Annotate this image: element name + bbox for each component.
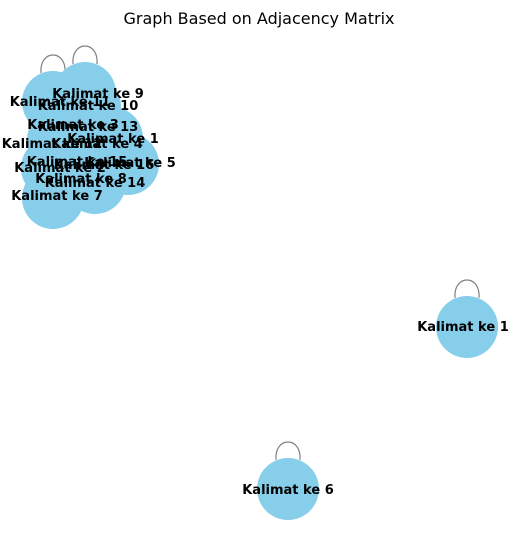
self-loops (40, 45, 480, 461)
node-label-n10: Kalimat ke 10 (38, 99, 139, 114)
node-label-n15: Kalimat ke 15 (27, 155, 128, 170)
self-loop-edge (275, 441, 301, 461)
self-loop-edge (40, 54, 66, 74)
self-loop-edge (454, 279, 480, 299)
node-label-n6: Kalimat ke 6 (242, 483, 334, 498)
node-label-n9: Kalimat ke 9 (52, 87, 144, 102)
graph-node-n7 (22, 167, 84, 229)
node-label-n3: Kalimat ke 3 (27, 118, 119, 133)
node-label-n17: Kalimat ke 1 (417, 320, 509, 335)
node-label-n12: Kalimat ke 12 (2, 137, 103, 152)
node-label-n11: Kalimat ke 11 (10, 95, 111, 110)
node-label-n13: Kalimat ke 13 (38, 120, 139, 135)
node-label-n2: Kalimat ke 2 (14, 161, 106, 176)
nodes (21, 62, 498, 520)
graph-title: Graph Based on Adjacency Matrix (124, 9, 395, 28)
node-label-n7: Kalimat ke 7 (11, 189, 103, 204)
node-label-n16: Kalimat ke 16 (54, 158, 155, 173)
self-loop-edge (72, 45, 98, 65)
node-label-n14: Kalimat ke 14 (45, 176, 146, 191)
node-label-n5: Kalimat ke 5 (84, 156, 176, 171)
node-label-n1: Kalimat ke 1 (67, 132, 159, 147)
node-label-n4: Kalimat ke 4 (51, 137, 143, 152)
graph-node-n17 (436, 296, 498, 358)
graph-node-n6 (257, 458, 319, 520)
node-label-n8: Kalimat ke 8 (35, 172, 127, 187)
